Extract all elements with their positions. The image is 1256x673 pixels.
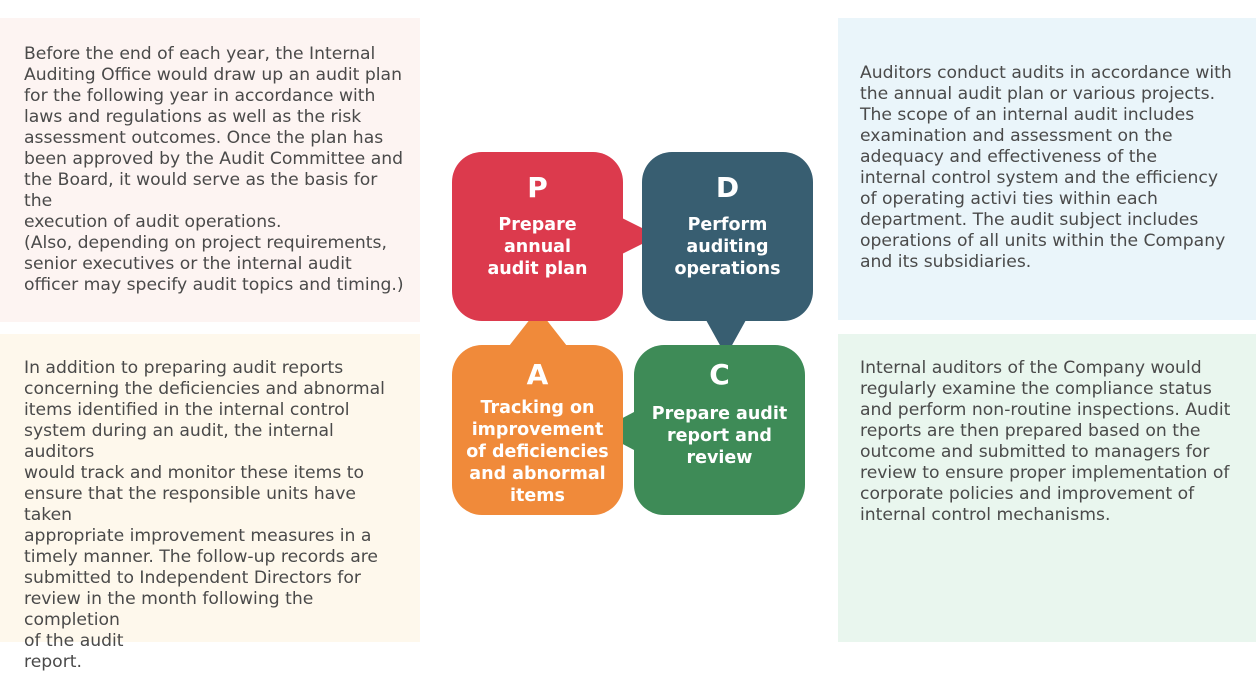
act-label: Tracking on improvement of deficiencies … (466, 398, 609, 506)
plan-label: Prepare annual audit plan (487, 215, 588, 279)
do-letter: D (715, 171, 740, 204)
plan-box: P Prepare annual audit plan (452, 152, 623, 321)
do-label: Perform auditing operations (674, 215, 781, 279)
check-letter: C (709, 358, 730, 391)
do-description: Auditors conduct audits in accordance wi… (838, 18, 1256, 320)
check-description: Internal auditors of the Company would r… (838, 334, 1256, 642)
plan-letter: P (527, 171, 548, 204)
do-box: D Perform auditing operations (642, 152, 813, 321)
check-label: Prepare audit report and review (651, 404, 788, 468)
plan-description: Before the end of each year, the Interna… (0, 18, 420, 322)
check-box: C Prepare audit report and review (634, 345, 805, 515)
act-letter: A (526, 358, 549, 391)
act-box: A Tracking on improvement of deficiencie… (452, 345, 623, 515)
act-description: In addition to preparing audit reports c… (0, 334, 420, 672)
